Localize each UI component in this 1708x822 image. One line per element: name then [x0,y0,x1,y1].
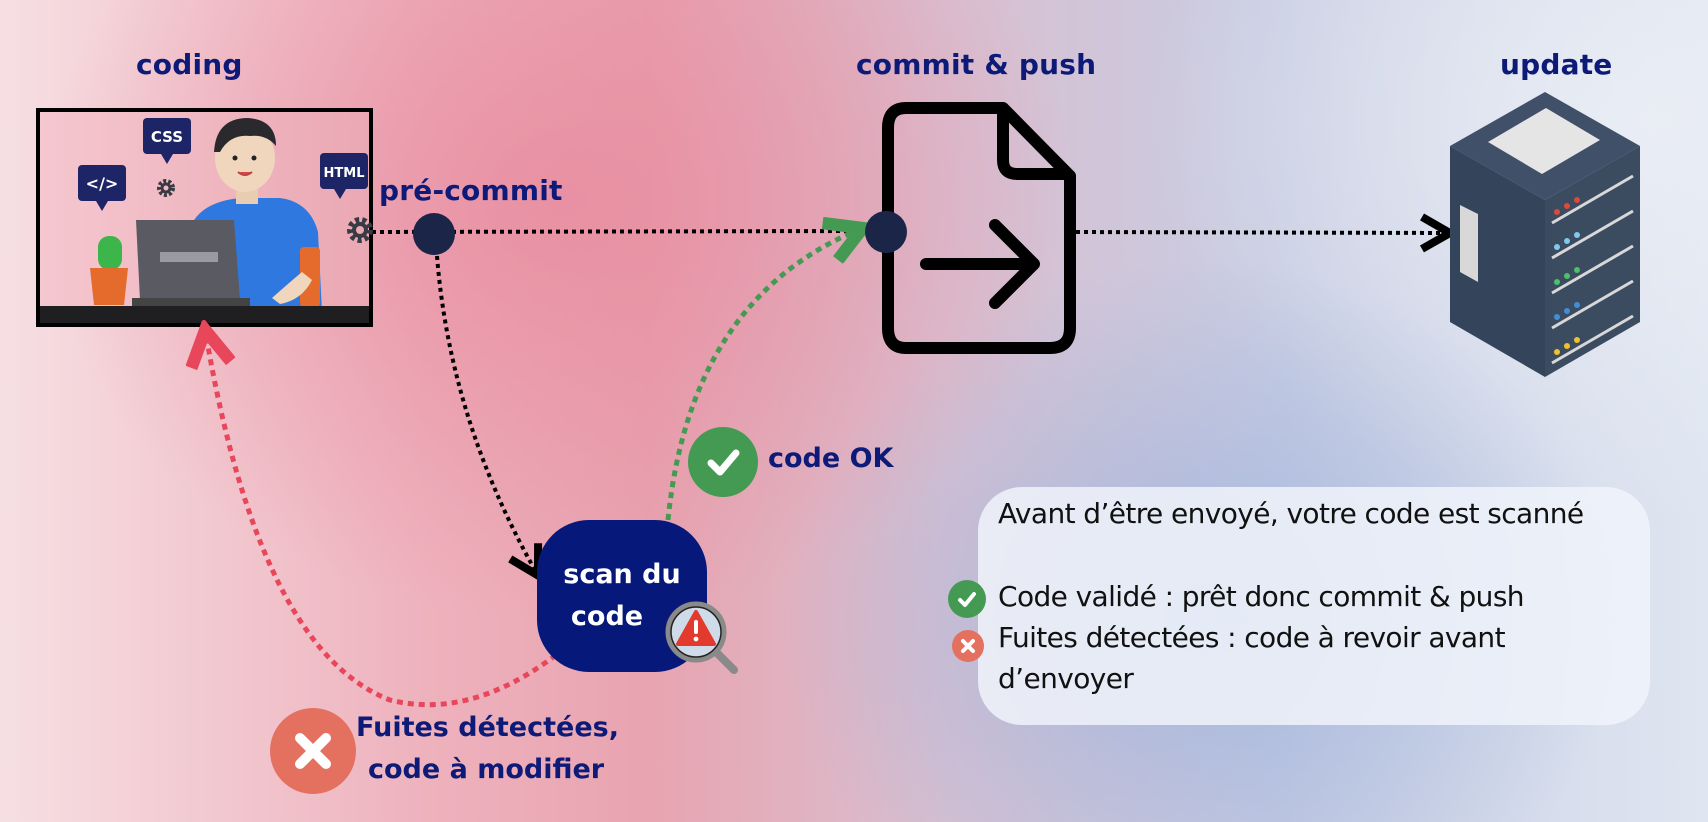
laptop-icon [132,220,250,306]
leak-label-line1: Fuites détectées, [356,712,619,743]
x-icon [961,639,975,653]
ok-badge [688,427,758,497]
scan-label-line1: scan du [563,559,681,590]
check-icon [707,449,740,476]
stage-label-update: update [1500,48,1613,81]
magnifier-warning-icon [665,601,738,674]
info-item-success: Code validé : prêt donc commit & push [998,580,1525,613]
connector-scan-to-commit-ok [665,230,858,521]
gear-icon [157,179,175,197]
legend-success-badge [948,580,986,618]
info-item-error-cont: d’envoyer [998,662,1134,695]
pre-commit-node [413,213,455,255]
stage-label-commit-push: commit & push [856,48,1097,81]
stage-label-coding: coding [136,48,243,81]
code-tag-text: </> [86,174,119,193]
html-tag-bubble: HTML [320,153,368,199]
connector-scan-to-coding-leak [206,335,558,708]
file-export-icon [882,102,1076,354]
info-card [978,487,1650,725]
commit-node [865,211,907,253]
css-tag-bubble: CSS [143,118,191,164]
stage-label-pre-commit: pré-commit [379,174,563,207]
server-icon [1450,92,1640,377]
info-card-title: Avant d’être envoyé, votre code est scan… [998,497,1584,530]
cactus-plant [90,236,128,305]
css-tag-text: CSS [151,128,183,146]
desk [40,306,369,323]
html-tag-text: HTML [324,166,365,181]
code-tag-bubble: </> [78,165,126,211]
check-icon [958,592,976,607]
leak-label-line2: code à modifier [368,754,605,785]
info-item-error: Fuites détectées : code à revoir avant [998,621,1506,654]
code-ok-label: code OK [768,443,894,474]
connector-precommit-to-scan [435,255,536,572]
gear-icon [347,217,373,243]
legend-error-badge [952,630,984,662]
coding-illustration: </> CSS HTML [36,108,373,327]
scan-label-line2: code [570,601,644,632]
x-icon [295,733,331,769]
connector-commit-to-update [1075,232,1446,233]
error-badge [270,708,356,794]
